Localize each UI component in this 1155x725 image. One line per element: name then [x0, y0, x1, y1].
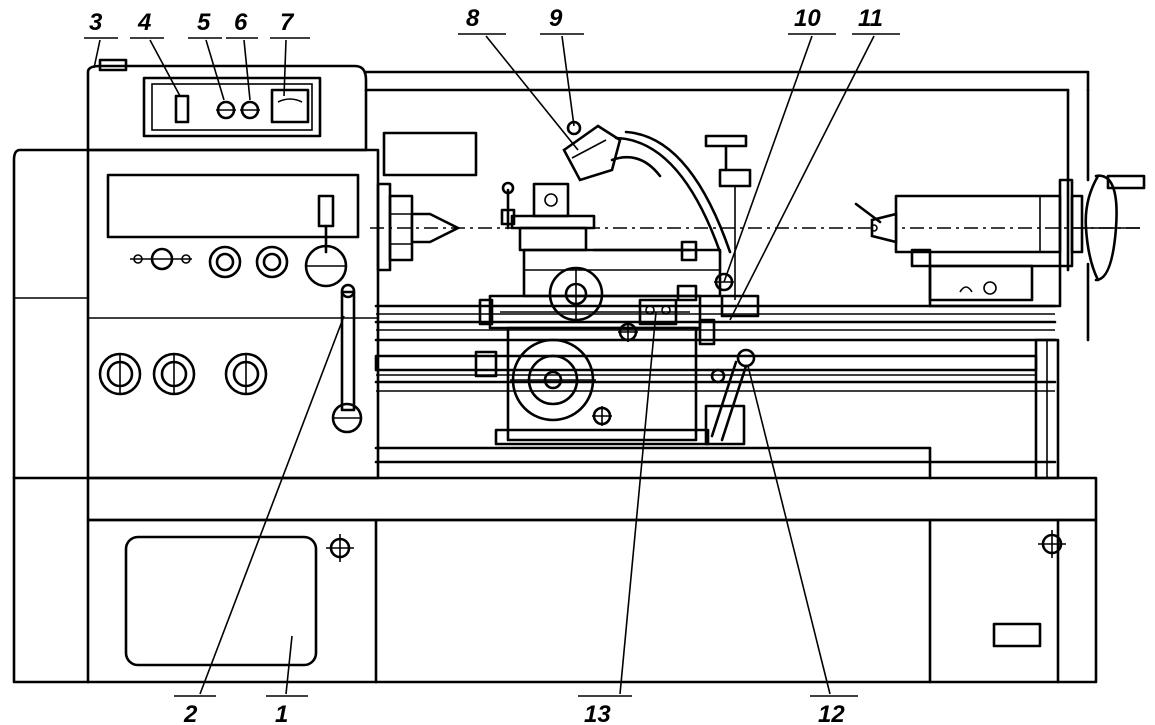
switch-knob-5 [216, 100, 236, 120]
rod-support-bracket [1034, 338, 1060, 480]
switch-knob-6 [240, 100, 260, 120]
leader-lines [84, 33, 900, 697]
headstock [12, 58, 380, 684]
speed-dial-1 [130, 247, 192, 271]
main-control-lever [331, 283, 363, 434]
gear-lever-knob [304, 194, 348, 288]
callout-4: 4 [137, 9, 151, 36]
tool-handle [500, 181, 516, 230]
stop-bracket [704, 134, 752, 300]
feed-dial-1 [98, 352, 142, 396]
taper-attachment-rod [592, 240, 698, 262]
callout-6: 6 [234, 9, 248, 36]
callout-10: 10 [794, 5, 821, 32]
compound-rest [510, 182, 596, 252]
base-nameplate [992, 622, 1042, 648]
callout-9: 9 [549, 5, 563, 32]
callout-2: 2 [183, 701, 198, 725]
carriage-stop [698, 272, 760, 346]
work-lamp [562, 120, 662, 182]
feed-lever [704, 348, 756, 446]
feed-dial-3 [224, 352, 268, 396]
halfnut-block [638, 284, 698, 326]
indicator-lamp [174, 94, 190, 124]
lathe-base [86, 518, 1098, 684]
tailstock [894, 194, 1062, 308]
callout-1: 1 [275, 701, 288, 725]
control-panel [142, 76, 322, 138]
cross-feed-wheel [548, 266, 604, 322]
guard-box [382, 131, 478, 177]
callout-labels: 3 4 5 6 7 8 9 10 11 2 1 13 12 [89, 5, 883, 725]
speed-dial-3 [255, 245, 289, 279]
feed-dial-2 [152, 352, 196, 396]
speed-dial-2 [208, 245, 242, 279]
lathe-bed [86, 304, 1098, 522]
callout-11: 11 [858, 5, 883, 32]
callout-13: 13 [584, 701, 611, 725]
lamp-arm [614, 130, 732, 254]
callout-12: 12 [818, 701, 845, 725]
apron-handwheel [510, 338, 596, 422]
apron-screw-1 [618, 322, 638, 342]
apron [494, 326, 710, 446]
base-screw-right [1038, 530, 1066, 558]
tailstock-quill [854, 202, 898, 244]
saddle [522, 248, 722, 298]
base-screw-left [326, 534, 354, 562]
callout-3: 3 [89, 9, 103, 36]
callout-8: 8 [466, 5, 480, 32]
feed-chart-plate [106, 173, 360, 239]
lead-screw [374, 350, 1038, 378]
apron-screw-2 [592, 406, 612, 426]
ammeter-gauge [270, 88, 310, 124]
callout-7: 7 [280, 9, 295, 36]
tailstock-handwheel [1058, 174, 1146, 282]
spindle-chuck [376, 182, 414, 272]
callout-5: 5 [197, 9, 211, 36]
cabinet-door [124, 535, 318, 667]
